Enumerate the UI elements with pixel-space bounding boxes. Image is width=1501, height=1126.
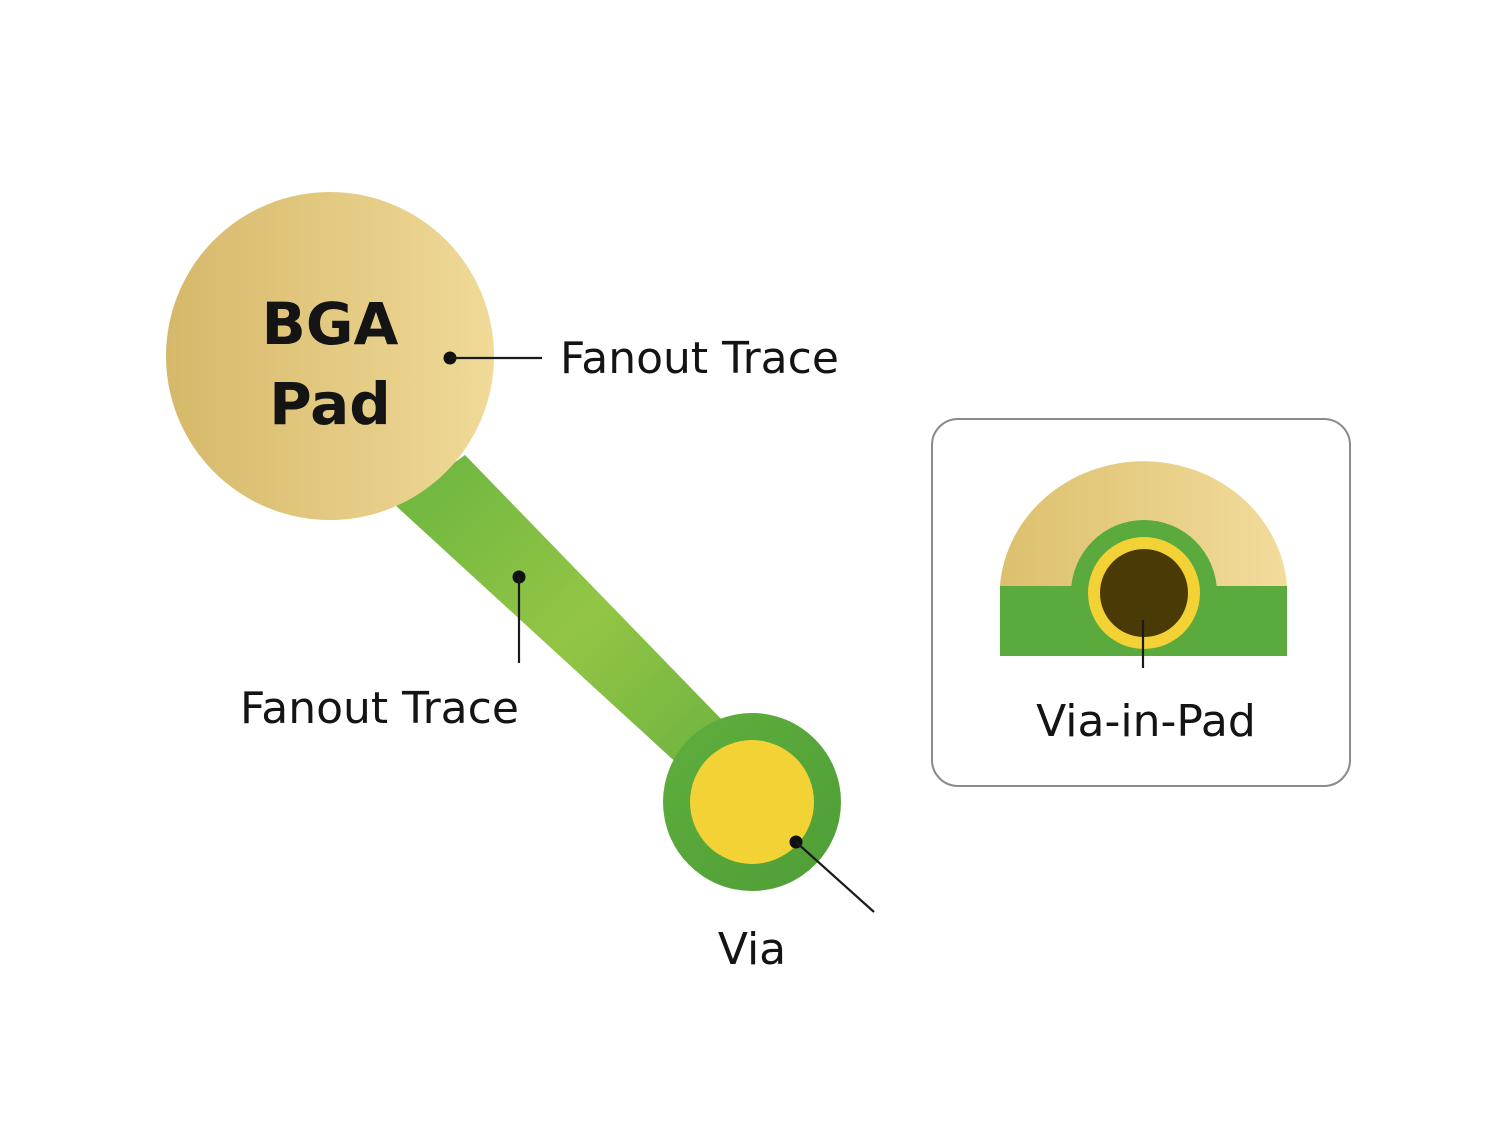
- fanout-trace-label-left: Fanout Trace: [240, 683, 519, 734]
- fanout-trace: [395, 455, 725, 768]
- bga-pad-label-line2: Pad: [269, 370, 391, 438]
- via-in-pad-hole: [1100, 549, 1188, 637]
- via-in-pad-label: Via-in-Pad: [1036, 696, 1256, 747]
- bga-pad: [166, 192, 494, 520]
- via-label: Via: [718, 924, 786, 975]
- fanout-trace-label-right: Fanout Trace: [560, 333, 839, 384]
- bga-pad-label-line1: BGA: [262, 290, 399, 358]
- via-in-pad-illustration: [1000, 461, 1287, 656]
- via-pad: [690, 740, 814, 864]
- leader-line-via: [795, 841, 875, 913]
